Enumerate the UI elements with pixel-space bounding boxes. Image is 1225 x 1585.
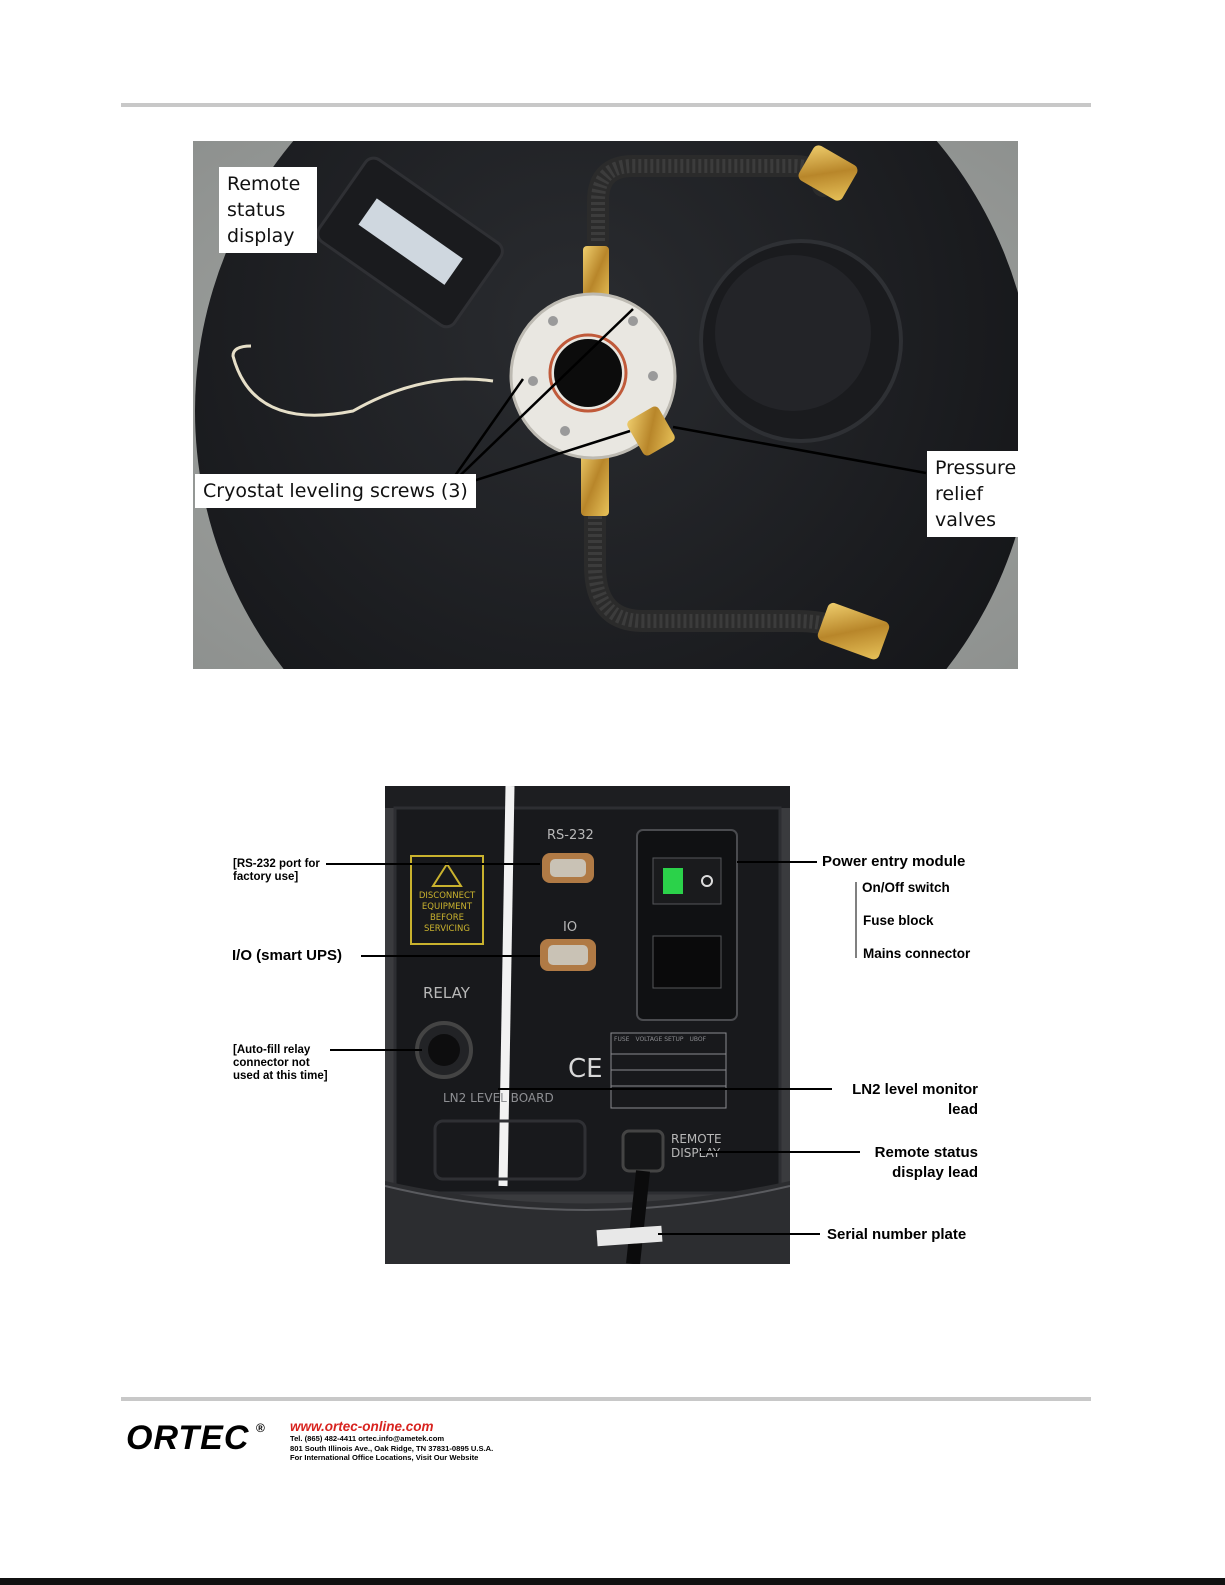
- panel-remote-line-1: REMOTE: [671, 1132, 722, 1146]
- rating-head-fuse: FUSE: [614, 1036, 630, 1043]
- callout-pressure-relief: Pressure relief valves: [927, 451, 1018, 537]
- label-relay-line-1: [Auto-fill relay: [233, 1044, 311, 1056]
- dewar-top-photo: Remote status display Cryostat leveling …: [193, 141, 1018, 669]
- label-remote-lead: Remote status display lead: [818, 1143, 978, 1183]
- footer-url-link[interactable]: www.ortec-online.com: [290, 1419, 434, 1434]
- label-on-off-switch: On/Off switch: [862, 880, 950, 895]
- callout-pressure-line-3: valves: [935, 509, 996, 531]
- panel-text-relay: RELAY: [423, 984, 470, 1002]
- remote-display-gland: [621, 1129, 665, 1173]
- remote-cable: [231, 344, 494, 417]
- label-mains-connector: Mains connector: [863, 946, 971, 961]
- label-power-entry-module: Power entry module: [822, 853, 966, 870]
- label-serial-plate: Serial number plate: [827, 1226, 967, 1243]
- callout-pressure-line-1: Pressure: [935, 457, 1017, 479]
- ln2-lead-tube: [498, 786, 515, 1187]
- callout-remote-status-display: Remote status display: [219, 167, 317, 253]
- rear-panel-photo: RS-232 IO RELAY CE LN2 LEVEL BOARD REMOT…: [385, 786, 790, 1264]
- panel-text-remote-display: REMOTE DISPLAY: [671, 1132, 722, 1160]
- rear-panel-illustration: [385, 786, 790, 1264]
- warning-line-1: DISCONNECT: [418, 891, 476, 901]
- callout-remote-line-3: display: [227, 225, 295, 247]
- label-rs232-line-2: factory use]: [233, 871, 299, 883]
- pressure-relief-valve: [627, 406, 675, 456]
- warning-line-2: EQUIPMENT: [421, 902, 473, 912]
- footer-contact: www.ortec-online.com Tel. (865) 482-4411…: [290, 1419, 493, 1463]
- registered-mark: ®: [256, 1421, 265, 1435]
- label-io-port: I/O (smart UPS): [232, 947, 343, 964]
- panel-text-ln2-board: LN2 LEVEL BOARD: [443, 1091, 554, 1105]
- panel-warning-text: DISCONNECT EQUIPMENT BEFORE SERVICING: [417, 891, 477, 935]
- rating-label-header: FUSE VOLTAGE SETUP UBOF: [614, 1036, 706, 1044]
- canister-cap: [715, 255, 871, 411]
- panel-text-rs232: RS-232: [547, 828, 594, 843]
- page-bottom-edge: [0, 1578, 1225, 1585]
- label-rs232-port: [RS-232 port for factory use]: [233, 858, 320, 884]
- panel-text-ce: CE: [568, 1054, 603, 1084]
- rating-head-voltage: VOLTAGE SETUP: [635, 1036, 684, 1043]
- callout-remote-line-2: status: [227, 199, 286, 221]
- label-rs232-line-1: [RS-232 port for: [233, 858, 320, 870]
- header-rule: [121, 103, 1091, 107]
- label-ln2-line-1: LN2 level monitor: [852, 1081, 978, 1098]
- label-relay: [Auto-fill relay connector not used at t…: [233, 1044, 328, 1083]
- panel-remote-line-2: DISPLAY: [671, 1146, 721, 1160]
- label-fuse-block: Fuse block: [863, 913, 934, 928]
- rating-head-ubof: UBOF: [689, 1036, 707, 1043]
- callout-leveling-screws: Cryostat leveling screws (3): [195, 474, 476, 508]
- footer-contact-line-3: For International Office Locations, Visi…: [290, 1453, 479, 1462]
- remote-display-box: [316, 156, 504, 329]
- serial-plate: [596, 1225, 663, 1247]
- warning-sticker: [410, 855, 484, 945]
- callout-remote-line-1: Remote: [227, 173, 301, 195]
- label-relay-line-3: used at this time]: [233, 1070, 328, 1082]
- ln2-board-plate: [433, 1119, 587, 1181]
- warning-line-3: BEFORE: [429, 913, 465, 923]
- footer-rule: [121, 1397, 1091, 1401]
- footer-contact-line-2: 801 South Illinois Ave., Oak Ridge, TN 3…: [290, 1443, 494, 1453]
- label-ln2-line-2: lead: [947, 1101, 978, 1118]
- ortec-logo: ORTEC: [126, 1419, 250, 1457]
- mains-connector: [652, 935, 722, 989]
- brass-elbow-bottom: [817, 602, 890, 660]
- label-ln2-lead: LN2 level monitor lead: [818, 1080, 978, 1120]
- on-off-switch: [663, 868, 683, 894]
- dewar-top-illustration: [193, 141, 1018, 669]
- label-relay-line-2: connector not: [233, 1057, 310, 1069]
- label-remote-line-1: Remote status: [874, 1144, 978, 1161]
- brass-elbow-top: [798, 145, 858, 201]
- panel-text-io: IO: [563, 920, 578, 935]
- label-remote-line-2: display lead: [892, 1164, 978, 1181]
- brass-fitting-lower: [581, 446, 609, 516]
- footer-contact-line-1: Tel. (865) 482-4411 ortec.info@ametek.co…: [290, 1434, 445, 1443]
- cryostat-port: [554, 339, 622, 407]
- warning-line-4: SERVICING: [424, 924, 470, 934]
- callout-pressure-line-2: relief: [935, 483, 984, 505]
- brass-fitting-upper: [583, 246, 609, 306]
